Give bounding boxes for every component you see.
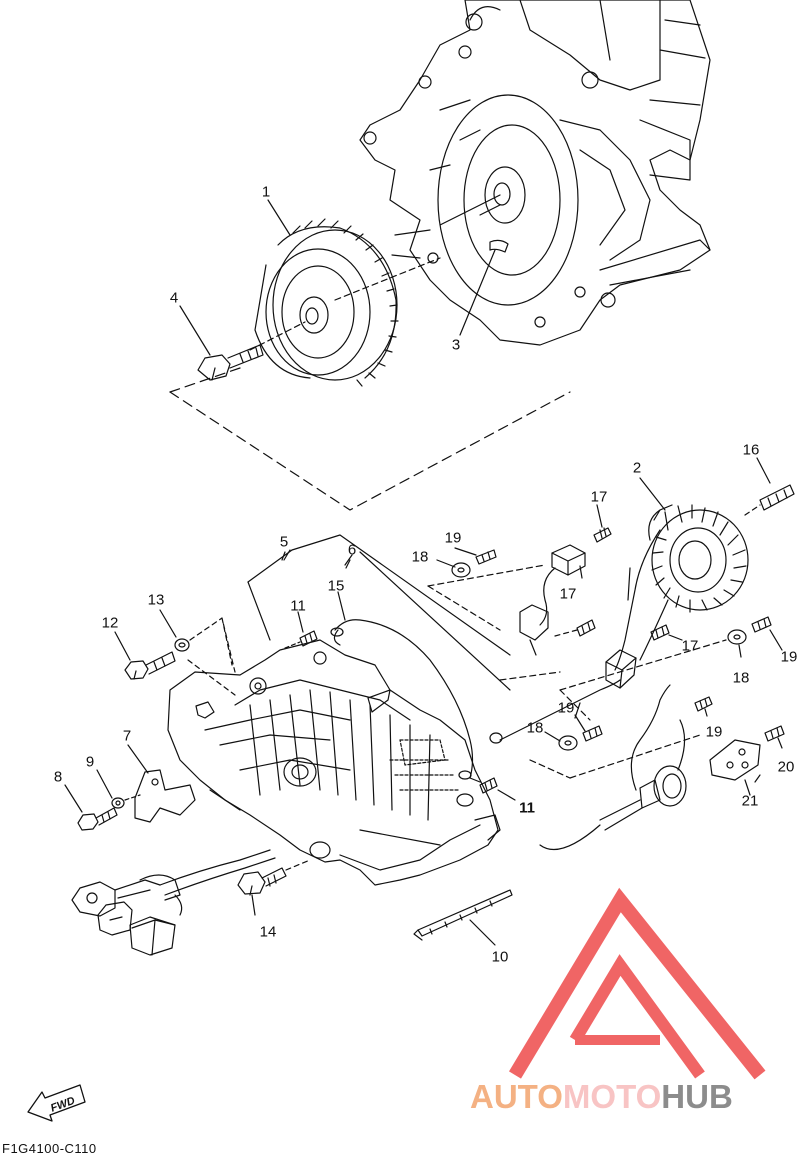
flywheel — [254, 218, 399, 387]
callout-19-lower: 19 — [557, 699, 575, 717]
callout-11-lower: 11 — [519, 799, 535, 817]
callout-19-right: 19 — [780, 648, 798, 666]
leader-dashed — [249, 321, 306, 351]
callout-18-lower: 18 — [526, 719, 544, 737]
callout-17-middle: 17 — [559, 585, 577, 603]
callout-13: 13 — [147, 591, 165, 609]
callout-17-top: 17 — [590, 488, 608, 506]
callout-18-top: 18 — [411, 548, 429, 566]
callout-18-right: 18 — [732, 669, 750, 687]
wire-grommet — [539, 684, 687, 851]
callout-17-right: 17 — [681, 637, 699, 655]
stator-coil — [648, 504, 749, 613]
forward-direction-arrow-icon — [27, 1084, 86, 1122]
wire-harness-connectors — [71, 849, 276, 956]
cable-tie — [413, 889, 513, 946]
callout-14: 14 — [259, 923, 277, 941]
callout-15: 15 — [327, 577, 345, 595]
rear-cover-housing — [167, 639, 501, 886]
callout-10: 10 — [491, 948, 509, 966]
callout-19-far-right: 19 — [705, 723, 723, 741]
callout-9: 9 — [85, 753, 95, 771]
callout-6: 6 — [347, 541, 357, 559]
upper-sensor — [539, 544, 586, 626]
housing-bolt — [237, 859, 311, 916]
callout-12: 12 — [101, 614, 119, 632]
callout-20: 20 — [777, 758, 795, 776]
callout-1: 1 — [261, 183, 271, 201]
callout-19-top: 19 — [444, 529, 462, 547]
callout-2: 2 — [632, 459, 642, 477]
watermark-text: AUTOMOTOHUB — [470, 1078, 733, 1115]
callout-4: 4 — [169, 289, 179, 307]
mid-sensor — [519, 604, 549, 656]
engine-block — [359, 0, 711, 346]
wire-clamp-bracket — [127, 744, 196, 823]
callout-5: 5 — [279, 533, 289, 551]
stator-bolt — [744, 484, 795, 516]
callout-11-upper: 11 — [290, 597, 306, 615]
callout-8: 8 — [53, 768, 63, 786]
callout-3: 3 — [451, 336, 461, 354]
watermark-logo — [508, 887, 766, 1080]
callout-16: 16 — [742, 441, 760, 459]
rectifier-bracket — [709, 739, 761, 796]
diagram-reference-code: F1G4100-C110 — [2, 1141, 97, 1156]
callout-21: 21 — [741, 792, 759, 810]
flywheel-bolt — [197, 344, 264, 381]
lower-sensor — [605, 649, 637, 689]
callout-7: 7 — [122, 727, 132, 745]
